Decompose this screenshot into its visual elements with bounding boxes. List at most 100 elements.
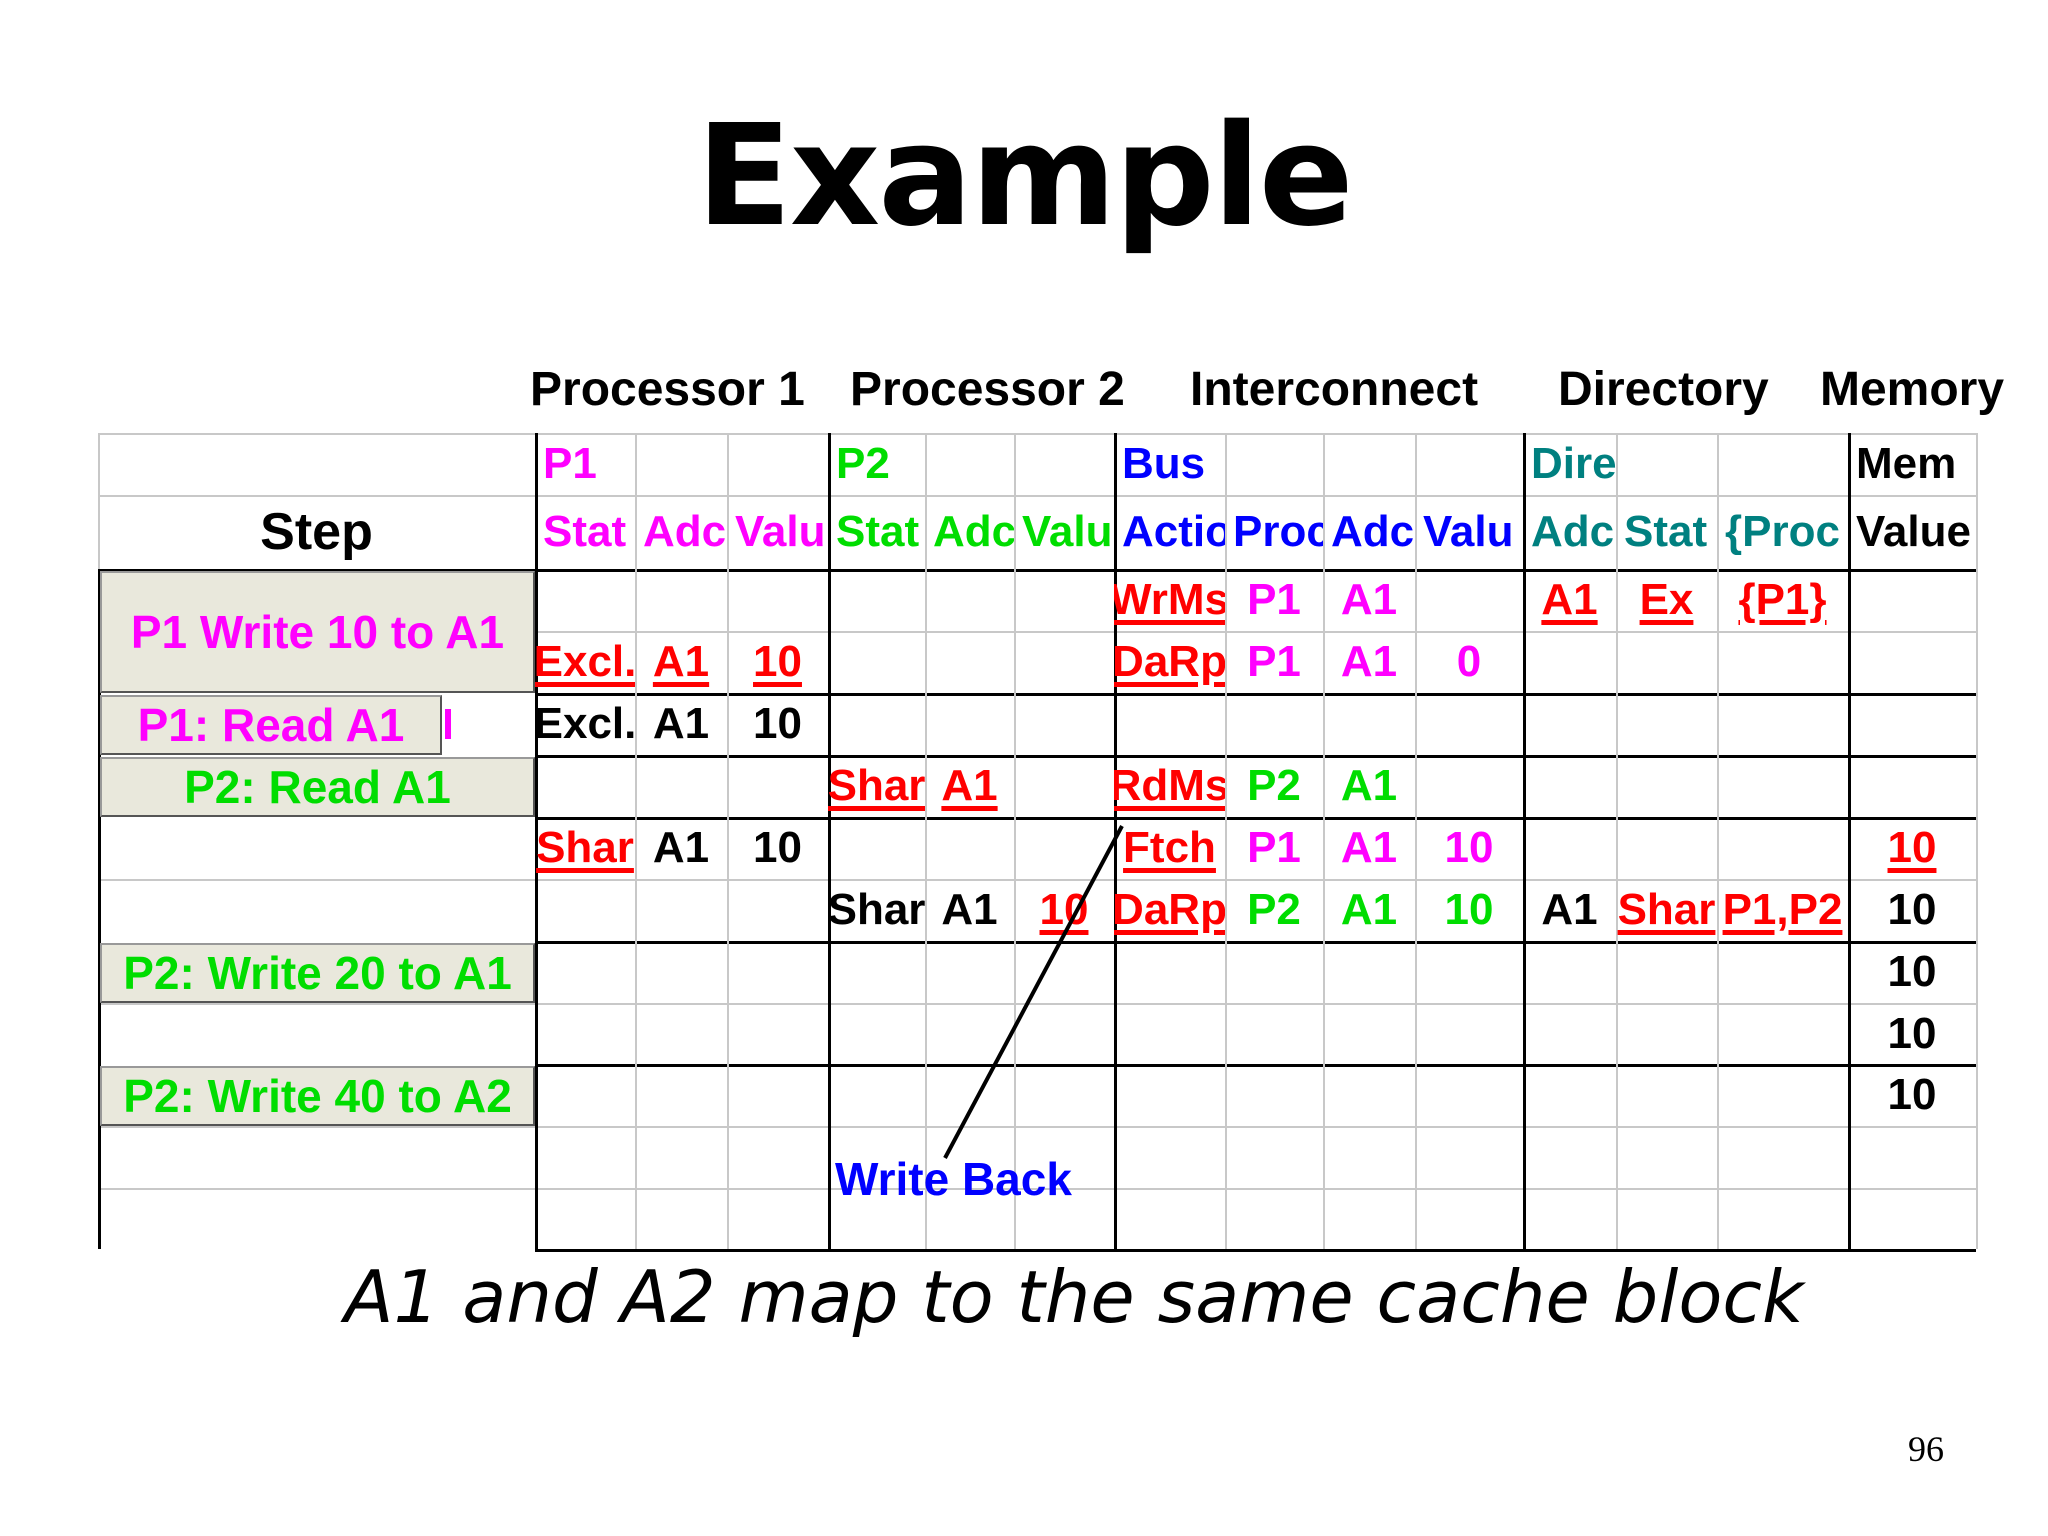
group-header-cell: P1 (543, 439, 597, 488)
page-number: 96 (1908, 1429, 1944, 1469)
group-header-cell: Directory (1531, 439, 1616, 488)
group-header-cell: P2 (836, 439, 890, 488)
step-button[interactable]: P2: Write 40 to A2 (100, 1066, 535, 1126)
table-cell: RdMs (1114, 761, 1225, 810)
group-header-cell: Bus (1122, 439, 1206, 488)
table-cell: 0 (1456, 637, 1482, 686)
step-button[interactable]: P1: Read A1 (100, 695, 442, 755)
column-header-cell: Adc (933, 507, 1014, 556)
table-cell: Excl. (535, 637, 635, 686)
table-cell: Shar (828, 885, 925, 934)
table-cell: 10 (753, 823, 802, 872)
row-divider (98, 433, 1976, 435)
table-cell: 10 (1444, 823, 1494, 872)
column-header-cell: Adc (1331, 507, 1415, 556)
column-divider (1014, 433, 1016, 1249)
table-cell: P2 (1247, 885, 1301, 934)
column-divider (1415, 433, 1417, 1249)
table-cell: Ex (1639, 575, 1694, 624)
column-header-cell: Stat (543, 507, 627, 556)
table-cell: Ftch (1123, 823, 1216, 872)
group-processor-2: Processor 2 (850, 363, 1125, 416)
column-divider (1976, 433, 1978, 1249)
table-cell: DaRp (1114, 637, 1225, 686)
column-header-cell: Valu (735, 507, 826, 556)
table-cell: A1 (652, 699, 710, 748)
column-divider (1848, 433, 1851, 1249)
column-divider (1616, 433, 1618, 1249)
table-cell: A1 (652, 637, 710, 686)
table-cell: A1 (1340, 575, 1398, 624)
table-cell: {P1} (1738, 575, 1827, 624)
row-divider (98, 631, 1976, 633)
table-cell: Shar (1617, 885, 1716, 934)
column-header-cell: Proc (1233, 507, 1323, 556)
group-processor-1: Processor 1 (530, 363, 805, 416)
table-cell: A1 (1541, 885, 1598, 934)
caption: A1 and A2 map to the same cache block (344, 1255, 1804, 1339)
column-divider (1323, 433, 1325, 1249)
column-header-cell: Stat (836, 507, 920, 556)
column-divider (1717, 433, 1719, 1249)
table-cell: A1 (1340, 637, 1398, 686)
table-cell: P1 (1247, 637, 1301, 686)
row-divider (98, 879, 1976, 881)
table-cell: 10 (1444, 885, 1494, 934)
table-cell: 10 (753, 637, 802, 686)
row-divider (98, 1126, 1976, 1128)
column-header-cell: Adc (1531, 507, 1615, 556)
cursor-bar (445, 709, 451, 739)
table-cell: Shar (536, 823, 634, 872)
table-cell: 10 (1887, 1008, 1937, 1058)
group-memory: Memory (1820, 363, 2005, 416)
row-divider (535, 941, 1976, 944)
table-cell: WrMs (1114, 575, 1225, 624)
step-button[interactable]: P2: Write 20 to A1 (100, 943, 535, 1003)
table-cell: 10 (1887, 947, 1937, 996)
table-cell: A1 (1340, 823, 1398, 872)
table-cell: P1 (1247, 823, 1301, 872)
row-divider (98, 569, 1976, 572)
table-cell: A1 (1340, 761, 1398, 810)
row-divider (535, 817, 1976, 820)
row-divider (535, 1249, 1976, 1252)
table-cell: A1 (652, 823, 710, 872)
table-cell: P2 (1247, 761, 1301, 810)
slide-title: Example (696, 95, 1353, 258)
column-header-cell: Stat (1624, 507, 1708, 556)
group-header-cell: Mem (1856, 439, 1957, 488)
table-cell: 10 (1039, 885, 1089, 934)
column-divider (535, 433, 538, 1249)
table-cell: 10 (1887, 885, 1937, 934)
column-divider (635, 433, 637, 1249)
group-interconnect: Interconnect (1190, 363, 1479, 416)
column-header-cell: Actio (1122, 507, 1225, 556)
column-divider (925, 433, 927, 1249)
table-cell: A1 (941, 761, 998, 810)
column-divider (828, 433, 831, 1249)
step-button[interactable]: P2: Read A1 (100, 757, 535, 817)
column-divider (727, 433, 729, 1249)
table-cell: A1 (941, 885, 998, 934)
group-directory: Directory (1558, 363, 1769, 416)
row-divider (535, 693, 1976, 696)
table-cell: Shar (828, 761, 925, 810)
column-divider (98, 569, 101, 1249)
row-divider (98, 495, 1976, 497)
table-cell: A1 (1340, 885, 1398, 934)
step-header: Step (260, 503, 373, 561)
row-divider (535, 1064, 1976, 1067)
table-cell: 10 (753, 699, 802, 748)
column-header-cell: Adc (643, 507, 727, 556)
column-header-cell: Valu (1423, 507, 1514, 556)
column-divider (1225, 433, 1227, 1249)
table-cell: 10 (1887, 1070, 1937, 1119)
table-cell: P1 (1247, 575, 1301, 624)
table-cell: 10 (1887, 823, 1937, 872)
step-button[interactable]: P1 Write 10 to A1 (100, 571, 535, 693)
table-cell: Excl. (535, 699, 635, 748)
write-back-annotation: Write Back (835, 1153, 1072, 1205)
row-divider (98, 1188, 1976, 1190)
column-divider (1523, 433, 1526, 1249)
table-cell: A1 (1541, 575, 1598, 624)
